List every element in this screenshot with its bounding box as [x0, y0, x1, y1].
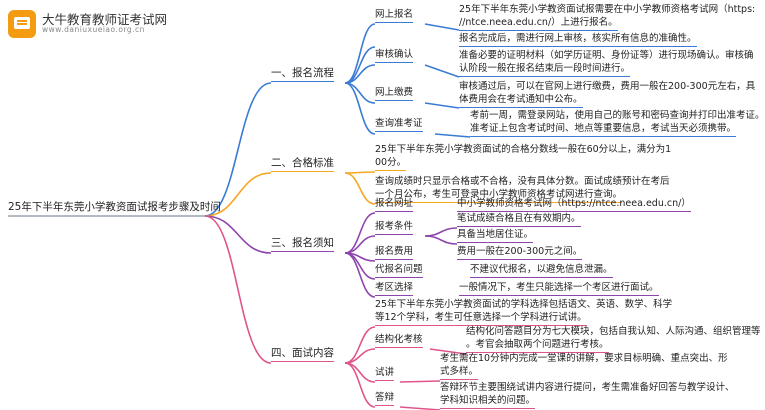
root-to-branch-3	[204, 215, 272, 254]
branch-interview-content: 四、面试内容	[271, 346, 334, 362]
detail-admission-ticket-1: 考前一周，需登录网站，使用自己的账号和密码查询并打印出准考证。	[470, 110, 765, 121]
detail-online-registration-1: 25年下半年东莞小学教资面试报需要在中小学教师资格考试网（https:	[459, 4, 756, 15]
connector-b4-n2	[344, 348, 376, 364]
connector-b1-n5-detail	[434, 133, 471, 138]
detail-pass-score-1: 25年下半年东莞小学教资面试的合格分数线一般在60分以上，满分为1	[375, 144, 672, 155]
node-registration-fee: 报名费用	[375, 245, 414, 260]
node-eligibility: 报考条件	[375, 220, 414, 235]
node-trial-lecture: 试讲	[375, 366, 395, 381]
detail-result-query-1: 查询成绩时只显示合格或不合格，没有具体分数。面试成绩预计在考后	[375, 176, 670, 187]
node-registration-site: 报名网址	[375, 197, 414, 212]
detail-online-registration-2: //ntce.neea.edu.cn/）上进行报名。	[459, 16, 618, 31]
connector-b2-n2	[344, 172, 376, 205]
connector-b1-n5	[344, 82, 376, 135]
connector-b1-n4-detail	[424, 102, 460, 109]
detail-structured-interview-1: 结构化问答题目分为七大模块，包括自我认知、人际沟通、组织管理等	[466, 326, 761, 337]
detail-eligibility-2: 具备当地居住证。	[457, 228, 534, 243]
branch-registration-process: 一、报名流程	[271, 66, 334, 82]
site-logo: 大牛教育教师证考试网 www.daniuxueiao.org.cn	[8, 8, 198, 40]
detail-exam-area: 一般情况下，考生只能选择一个考区进行面试。	[459, 281, 659, 296]
detail-defense-2: 学科知识相关的问题。	[440, 394, 536, 409]
detail-registration-site: 中小学教师资格考试网（https://ntce.neea.edu.cn/）	[457, 197, 691, 212]
book-icon	[8, 10, 36, 38]
connector-b3-n5	[344, 252, 376, 298]
branch-registration-notes: 三、报名须知	[271, 236, 334, 252]
detail-registration-fee: 费用一般在200-300元之间。	[457, 245, 583, 260]
connector-b4-n4	[344, 362, 376, 408]
branch-pass-standard: 二、合格标准	[271, 156, 334, 172]
connector-b1-n4	[344, 82, 376, 104]
connector-b3-n2-detail-1	[424, 227, 458, 237]
connector-b3-n4	[344, 252, 376, 280]
connector-b1-n3	[344, 64, 376, 84]
detail-admission-ticket-2: 准考证上包含考试时间、地点等重要信息，考试当天必须携带。	[470, 122, 737, 137]
detail-proxy-registration: 不建议代报名，以避免信息泄漏。	[470, 263, 613, 278]
connector-b1-n2	[344, 46, 376, 84]
connector-b4-n3	[344, 362, 376, 383]
detail-subject-choice-2: 等12个学科，考生可任意选择一个学科进行试讲。	[375, 311, 587, 326]
connector-b4-n3-detail	[399, 380, 441, 383]
node-admission-ticket: 查询准考证	[375, 117, 423, 132]
connector-b2-n1	[344, 171, 376, 174]
connector-b3-n1	[344, 212, 376, 254]
detail-review-confirm-1: 准备必要的证明材料（如学历证明、身份证等）进行现场确认。审核确	[459, 50, 754, 61]
detail-result-query-2: 一个月公布，考生可登录中小学教师资格考试网进行查询。	[375, 188, 623, 203]
connector-b3-n2-detail-2	[424, 235, 458, 245]
detail-online-payment-1: 审核通过后，可以在官网上进行缴费，费用一般在200-300元左右，具	[459, 81, 756, 92]
connector-b3-n2	[344, 235, 376, 254]
detail-review-confirm-2: 认阶段一般在报名结束后一段时间进行。	[459, 62, 631, 77]
root-to-branch-4	[204, 215, 272, 364]
node-review-confirm: 审核确认	[375, 48, 414, 63]
detail-trial-lecture-1: 考生需在10分钟内完成一堂课的讲解，要求目标明确、重点突出、形	[440, 353, 728, 364]
root-topic: 25年下半年东莞小学教资面试报考步骤及时间	[8, 201, 221, 213]
detail-pass-score-2: 00分。	[375, 156, 407, 171]
connector-b1-n1	[344, 23, 376, 84]
node-proxy-registration: 代报名问题	[375, 263, 423, 278]
detail-trial-lecture-2: 式多样。	[440, 365, 479, 380]
connector-b1-n3-detail	[424, 64, 460, 78]
connector-b4-n1	[344, 326, 376, 364]
node-exam-area: 考区选择	[375, 281, 414, 296]
node-online-payment: 网上缴费	[375, 86, 414, 101]
logo-title: 大牛教育教师证考试网	[42, 12, 168, 27]
detail-online-payment-2: 体费用会在考试通知中公布。	[459, 93, 583, 108]
root-to-branch-1	[204, 82, 272, 217]
logo-subtitle: www.daniuxueiao.org.cn	[42, 25, 145, 34]
detail-eligibility-1: 笔试成绩合格且在有效期内。	[457, 212, 581, 227]
node-online-registration: 网上报名	[375, 8, 414, 23]
detail-subject-choice-1: 25年下半年东莞小学教资面试的学科选择包括语文、英语、数学、科学	[375, 299, 673, 310]
detail-online-review: 报名完成后，需进行网上审核，核实所有信息的准确性。	[459, 32, 697, 47]
node-defense: 答辩	[375, 391, 395, 406]
connector-b3-n3	[344, 252, 376, 262]
detail-defense-1: 答辩环节主要围绕试讲内容进行提问，考生需准备好回答与教学设计、	[440, 382, 735, 393]
connector-b1-n1-detail	[424, 23, 460, 31]
detail-structured-interview-2: 。考官会抽取两个问题进行考核。	[466, 338, 609, 353]
node-structured-interview: 结构化考核	[375, 333, 423, 348]
